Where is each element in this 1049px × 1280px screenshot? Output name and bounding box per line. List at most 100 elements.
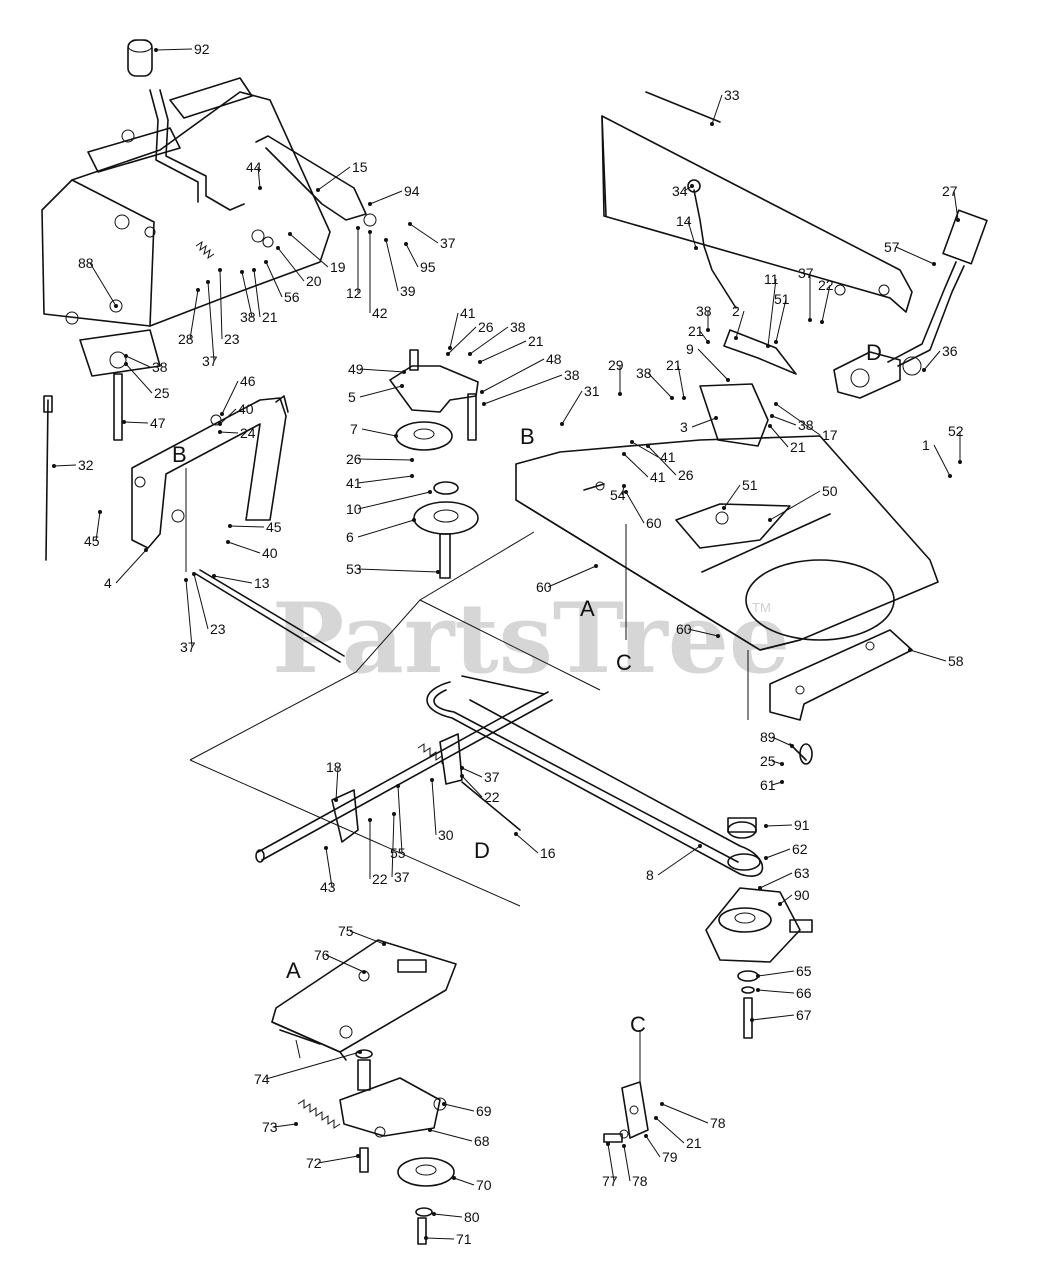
part-number-label: 26 [678, 467, 694, 483]
part-number-label: 51 [742, 477, 758, 493]
part-number-label: 23 [210, 621, 226, 637]
callout-leader [657, 845, 701, 876]
callout-leader [547, 565, 597, 588]
callout-leader [453, 1177, 475, 1186]
callout-leader [647, 445, 677, 476]
part-number-label: 24 [240, 425, 256, 441]
part-number-label: 28 [178, 331, 194, 347]
callout-arrowhead [780, 780, 784, 784]
callout-arrowhead [660, 1102, 664, 1106]
reference-letter-d: D [474, 838, 490, 863]
callout-leader [481, 358, 545, 393]
callout-leader [953, 190, 959, 221]
callout-leader [125, 355, 151, 368]
callout-arrowhead [228, 524, 232, 528]
callout-arrowhead [356, 226, 360, 230]
part-number-label: 46 [240, 373, 256, 389]
callout-leader [677, 364, 685, 399]
reference-letter-c: C [616, 650, 632, 675]
part-number-label: 37 [394, 869, 410, 885]
callout-arrowhead [258, 186, 262, 190]
callout-arrowhead [756, 988, 760, 992]
idler-assembly [389, 349, 479, 579]
callout-arrowhead [514, 832, 518, 836]
part-number-label: 61 [760, 777, 776, 793]
callout-leader [443, 1103, 475, 1112]
part-number-label: 22 [818, 277, 834, 293]
callout-arrowhead [368, 230, 372, 234]
callout-arrowhead [264, 260, 268, 264]
callout-arrowhead [430, 778, 434, 782]
part-number-label: 17 [822, 427, 838, 443]
callout-arrowhead [622, 1144, 626, 1148]
part-number-label: 21 [666, 357, 682, 373]
part-number-label: 60 [676, 621, 692, 637]
rear-panel [601, 91, 988, 447]
part-number-label: 27 [942, 183, 958, 199]
callout-leader [253, 269, 261, 318]
callout-arrowhead [394, 434, 398, 438]
part-number-label: 49 [348, 361, 364, 377]
callout-arrowhead [958, 460, 962, 464]
reference-letter-d: D [866, 340, 882, 365]
callout-leader [607, 1143, 615, 1182]
callout-arrowhead [276, 246, 280, 250]
callout-arrowhead [468, 352, 472, 356]
callout-arrowhead [220, 412, 224, 416]
part-number-label: 56 [284, 289, 300, 305]
callout-arrowhead [624, 490, 628, 494]
part-number-label: 26 [478, 319, 494, 335]
lift-shaft-18 [255, 691, 553, 863]
part-number-label: 90 [794, 887, 810, 903]
callout-leader [933, 444, 951, 477]
part-number-label: 37 [440, 235, 456, 251]
part-number-label: 38 [636, 365, 652, 381]
callout-arrowhead [184, 578, 188, 582]
part-number-label: 95 [420, 259, 436, 275]
callout-arrowhead [218, 268, 222, 272]
callout-leader [359, 385, 403, 398]
callout-arrowhead [670, 396, 674, 400]
callout-leader [369, 190, 403, 205]
callout-arrowhead [368, 818, 372, 822]
part-number-label: 76 [314, 947, 330, 963]
callout-leader [361, 428, 397, 437]
callout-leader [89, 262, 117, 307]
callout-arrowhead [932, 262, 936, 266]
callout-leader [775, 298, 787, 343]
callout-arrowhead [382, 942, 386, 946]
callout-arrowhead [412, 518, 416, 522]
part-number-label: 77 [602, 1173, 618, 1189]
watermark: PartsTree [272, 582, 790, 695]
callout-arrowhead [756, 974, 760, 978]
callout-leader [631, 441, 659, 458]
part-number-label: 30 [438, 827, 454, 843]
callout-arrowhead [206, 280, 210, 284]
callout-arrowhead [764, 824, 768, 828]
part-number-label: 40 [262, 545, 278, 561]
part-number-label: 1 [922, 437, 930, 453]
part-number-label: 50 [822, 483, 838, 499]
callout-arrowhead [452, 1176, 456, 1180]
callout-arrowhead [192, 572, 196, 576]
callout-arrowhead [774, 402, 778, 406]
callout-arrowhead [442, 1102, 446, 1106]
callout-leader [757, 989, 795, 994]
callout-arrowhead [764, 856, 768, 860]
callout-arrowhead [594, 564, 598, 568]
reference-letter-a: A [580, 596, 595, 621]
part-number-label: 62 [792, 841, 808, 857]
callout-leader [647, 372, 673, 399]
part-number-label: 48 [546, 351, 562, 367]
watermark-trademark: TM [752, 600, 771, 615]
callout-arrowhead [432, 1212, 436, 1216]
callout-leader [221, 380, 239, 415]
part-number-label: 11 [764, 271, 779, 287]
callout-leader [431, 779, 437, 836]
reference-letter-c: C [630, 1012, 646, 1037]
callout-arrowhead [446, 352, 450, 356]
callout-leader [53, 464, 77, 467]
part-number-label: 7 [350, 421, 358, 437]
part-number-label: 37 [180, 639, 196, 655]
callout-arrowhead [710, 122, 714, 126]
